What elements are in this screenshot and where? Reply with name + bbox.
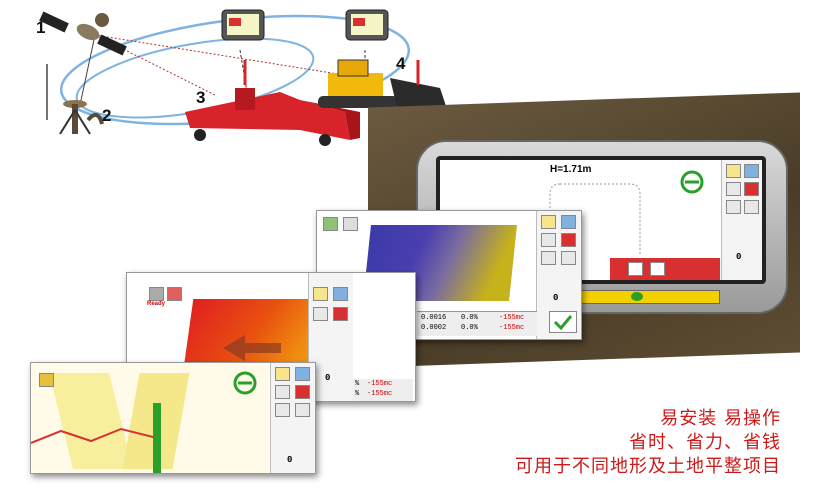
check-icon (553, 315, 573, 330)
offset-value: -155mc (499, 314, 525, 322)
tool-button[interactable] (275, 403, 290, 417)
percent-value: 0.0% (461, 314, 478, 322)
target-icon[interactable] (680, 170, 704, 194)
screen-guidance-front: 0 (30, 362, 316, 474)
tool-button[interactable] (275, 385, 290, 399)
tool-button[interactable] (295, 403, 310, 417)
tool-button[interactable] (541, 215, 556, 229)
machine-track (153, 403, 161, 473)
percent-value: 0.0% (461, 324, 478, 332)
power-button[interactable] (631, 292, 643, 301)
hardware-button-bar (568, 290, 720, 304)
tool-button[interactable] (313, 287, 328, 301)
system-diagram (39, 9, 450, 146)
curve-icon[interactable] (343, 217, 358, 231)
zero-value: 0 (287, 455, 293, 465)
tool-button[interactable] (744, 182, 759, 196)
diagram-label-1: 1 (36, 18, 46, 37)
slope-value: 0.0016 (421, 314, 447, 322)
sidebar-front: 0 (270, 363, 315, 473)
zero-value: 0 (736, 252, 742, 262)
ready-status: Ready (147, 301, 166, 307)
direction-arrow (223, 335, 281, 361)
satellite-icon (39, 11, 127, 56)
confirm-button[interactable] (549, 311, 577, 333)
zero-value: 0 (325, 373, 331, 383)
base-station-icon (46, 64, 104, 135)
percent-value: % (355, 390, 360, 398)
home-icon[interactable] (650, 262, 665, 276)
layer-icon[interactable] (323, 217, 338, 231)
offset-value: -155mc (367, 380, 393, 388)
slogan-line-1: 易安装 易操作 (660, 408, 781, 429)
slope-value: 0.0002 (421, 324, 447, 332)
tool-button[interactable] (561, 215, 576, 229)
diagram-label-3: 3 (196, 88, 206, 107)
diagram-label-4: 4 (396, 54, 406, 73)
sidebar-large: 0 (721, 160, 762, 280)
tool-button[interactable] (333, 287, 348, 301)
slogan-line-2: 省时、省力、省钱 (629, 432, 781, 453)
target-icon[interactable] (233, 371, 257, 395)
percent-value: % (355, 380, 360, 388)
data-row: 0.0016 0.0% -155mc 0.0002 0.0% -155mc (417, 311, 537, 336)
tool-button[interactable] (541, 233, 556, 247)
display-unit-icon (221, 9, 389, 41)
diagram-label-2: 2 (102, 106, 112, 125)
slogan-line-3: 可用于不同地形及土地平整项目 (515, 456, 781, 477)
tool-button[interactable] (726, 164, 741, 178)
tool-button[interactable] (744, 164, 759, 178)
tool-button[interactable] (295, 385, 310, 399)
data-row: % -155mc % -155mc (353, 379, 413, 401)
tool-button[interactable] (313, 307, 328, 321)
height-readout: H=1.71m (550, 164, 592, 175)
tool-button[interactable] (561, 233, 576, 247)
guidance-map (31, 363, 269, 473)
tool-button[interactable] (726, 182, 741, 196)
tool-button[interactable] (295, 367, 310, 381)
cancel-icon[interactable] (628, 262, 643, 276)
bottom-toolbar-large (610, 258, 720, 280)
offset-value: -155mc (367, 390, 393, 398)
zero-value: 0 (553, 293, 559, 303)
tool-button[interactable] (275, 367, 290, 381)
offset-value: -155mc (499, 324, 525, 332)
tool-button[interactable] (744, 200, 759, 214)
sidebar-small: 0 (308, 273, 353, 401)
tool-button[interactable] (726, 200, 741, 214)
tool-button[interactable] (561, 251, 576, 265)
tool-button[interactable] (333, 307, 348, 321)
logo-icon (39, 373, 54, 387)
boundary-line (31, 427, 162, 444)
field-outline (549, 183, 641, 254)
page-icon[interactable] (167, 287, 182, 301)
tool-button[interactable] (541, 251, 556, 265)
scraper-icon (185, 60, 360, 146)
layer-icon[interactable] (149, 287, 164, 301)
